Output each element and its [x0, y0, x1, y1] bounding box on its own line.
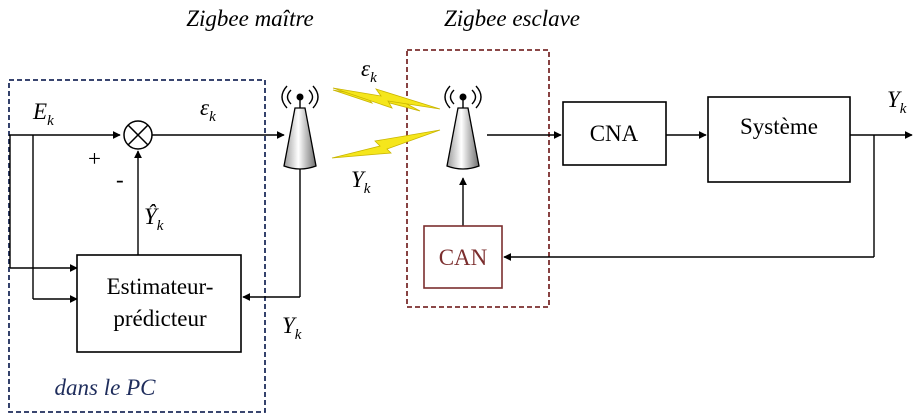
pc-label: dans le PC [55, 375, 157, 400]
can-label: CAN [439, 245, 488, 270]
systeme-block [707, 96, 851, 183]
error-eps-label: εk [200, 95, 216, 125]
master-antenna-icon [281, 85, 319, 170]
minus-sign: - [116, 167, 124, 192]
can-block [423, 225, 503, 289]
slave-antenna-icon [444, 85, 482, 170]
estimator-label-line2: prédicteur [113, 306, 207, 331]
cna-label: CNA [590, 121, 639, 146]
estimator-block [76, 254, 242, 353]
input-E-label: Ek [32, 99, 54, 129]
lightning-bolt-top-body-icon [332, 87, 441, 110]
plus-sign: + [88, 146, 101, 171]
summing-junction [123, 120, 153, 150]
wireless-eps-label: εk [361, 56, 377, 86]
zigbee-slave-title: Zigbee esclave [444, 6, 580, 31]
y-return-label: Yk [282, 313, 302, 343]
systeme-label: Système [740, 114, 818, 139]
estimator-label-line1: Estimateur- [107, 274, 214, 299]
pc-region-border [8, 79, 266, 413]
wireless-y-label: Yk [351, 167, 371, 197]
cna-block [562, 101, 667, 166]
output-y-label: Yk [887, 87, 907, 117]
y-hat-label: Ŷk [144, 204, 164, 234]
lightning-bolt-bottom-icon [331, 129, 441, 159]
zigbee-master-title: Zigbee maître [186, 6, 314, 31]
